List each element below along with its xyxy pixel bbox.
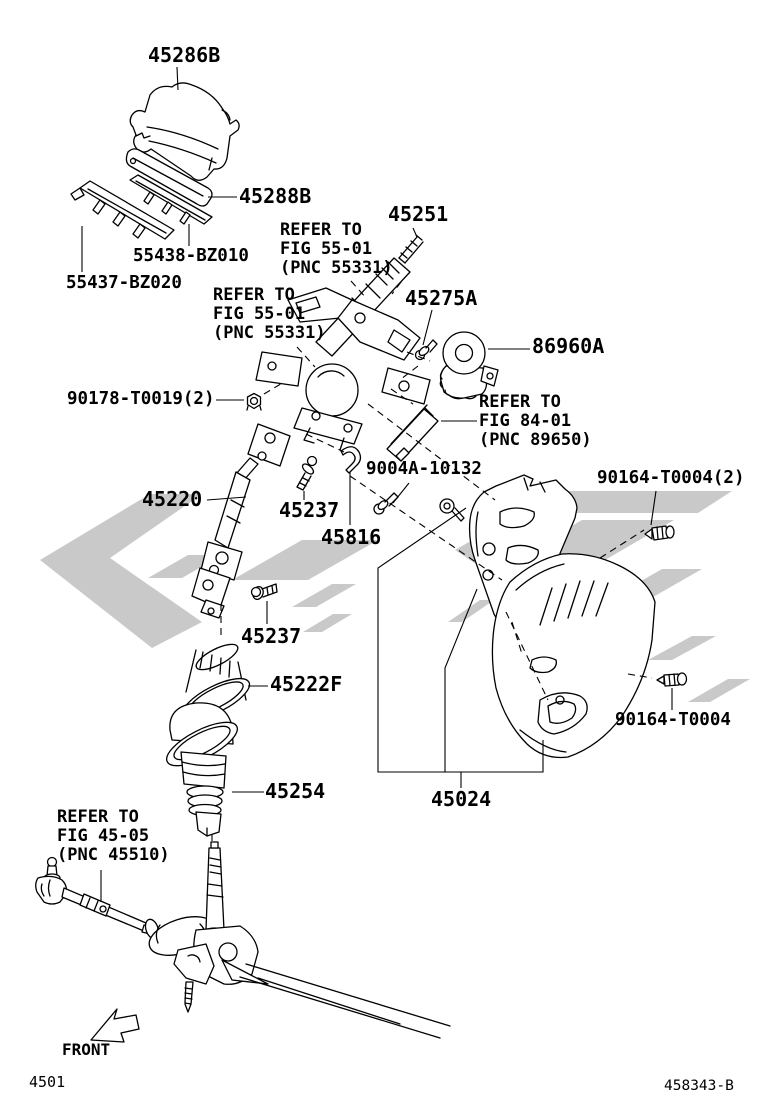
refer-line: (PNC 55331) [280,258,393,278]
part-drawing-rail-55437 [70,180,175,240]
refer-note-fig84: REFER TO FIG 84-01 (PNC 89650) [479,393,592,450]
part-drawing-cover-45024-outer [491,553,656,759]
part-drawing-bolt-45237-lower [250,583,278,600]
part-label-45816: 45816 [321,525,382,549]
refer-line: (PNC 89650) [479,430,592,450]
refer-line: FIG 55-01 [280,239,373,259]
refer-line: FIG 84-01 [479,411,572,431]
part-label-90164-x2: 90164-T0004(2) [597,468,745,488]
drawing-number: 458343-B [664,1078,734,1094]
part-label-90178: 90178-T0019(2) [67,389,215,409]
part-label-90164: 90164-T0004 [615,710,731,730]
refer-note-fig55-left: REFER TO FIG 55-01 (PNC 55331) [213,286,326,343]
part-drawing-rail-55438 [129,174,213,225]
part-label-9004a: 9004A-10132 [366,459,482,479]
part-drawing-screw-90164-upper [644,525,675,541]
refer-line: REFER TO [280,220,362,240]
part-drawing-steering-rack [35,841,451,1039]
part-label-86960a: 86960A [532,334,605,358]
part-label-45237-upper: 45237 [279,498,340,522]
part-drawing-intermediate-shaft [191,471,251,619]
part-label-45220: 45220 [142,487,203,511]
part-label-45024: 45024 [431,787,492,811]
part-drawing-column-lower-cover [125,148,213,207]
part-label-45275a: 45275A [405,286,478,310]
part-drawing-tilt-ring [439,498,465,522]
part-drawing-ecu-bracket [386,404,439,462]
bracket-45024 [377,507,544,773]
part-drawing-bolt-45251 [398,234,424,264]
part-label-55438: 55438-BZ010 [133,246,249,266]
refer-line: REFER TO [479,392,561,412]
part-drawing-screw-90164-lower [656,672,688,687]
refer-line: (PNC 45510) [57,845,170,865]
refer-line: REFER TO [213,285,295,305]
part-drawing-clip-45816 [340,446,362,474]
refer-line: REFER TO [57,807,139,827]
part-label-45286b: 45286B [148,43,221,67]
front-label: FRONT [62,1040,111,1059]
front-direction-arrow [90,1008,140,1043]
part-drawing-column-upper-cover [129,82,240,181]
refer-line: (PNC 55331) [213,323,326,343]
part-drawing-bolt-45237-upper [296,455,318,491]
part-drawing-steering-column-assembly [235,257,431,481]
sheet-number: 4501 [29,1073,66,1091]
part-label-45254: 45254 [265,779,326,803]
leader-lines [81,66,673,902]
part-label-45222f: 45222F [270,672,343,696]
part-label-45237-lower: 45237 [241,624,302,648]
part-drawing-motor-86960a [439,331,499,400]
part-drawing-screw-9004a [373,492,399,515]
refer-line: FIG 45-05 [57,826,150,846]
part-drawing-bolt-45275a [414,339,438,361]
part-label-55437: 55437-BZ020 [66,273,182,293]
refer-note-fig45: REFER TO FIG 45-05 (PNC 45510) [57,808,170,865]
assembly-dashed-lines [211,280,653,846]
part-drawing-nut-90178 [246,392,262,411]
part-drawing-cover-45254 [166,702,238,837]
part-label-45251: 45251 [388,202,449,226]
refer-note-fig55-right: REFER TO FIG 55-01 (PNC 55331) [280,221,393,278]
refer-line: FIG 55-01 [213,304,306,324]
part-label-45288b: 45288B [239,184,312,208]
